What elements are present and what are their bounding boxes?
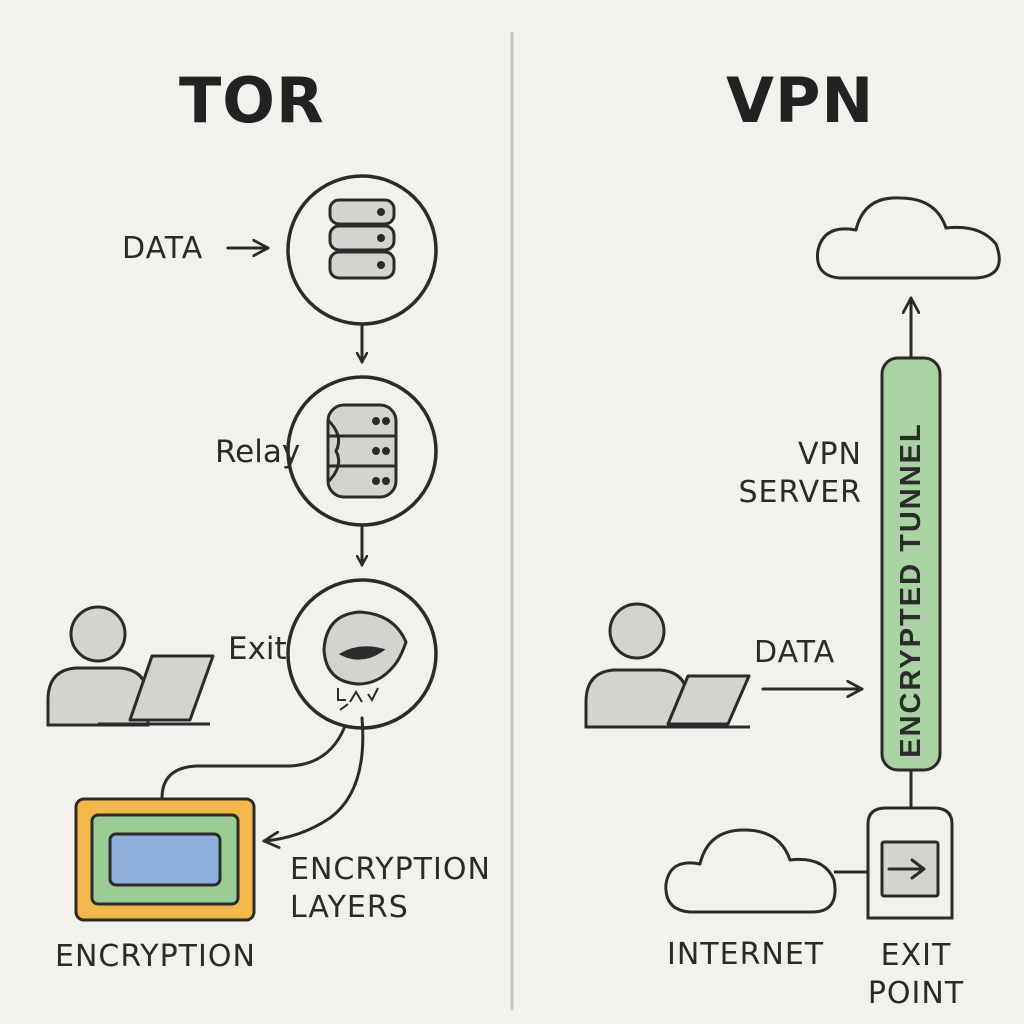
tor-data-label: DATA bbox=[122, 231, 204, 266]
encryption-box bbox=[74, 797, 256, 922]
exit-node-icon bbox=[322, 610, 408, 686]
tor-user-icon bbox=[46, 605, 150, 727]
encryption-inner-layer bbox=[108, 832, 222, 887]
encrypted-tunnel-label: ENCRYPTED TUNNEL bbox=[895, 422, 927, 758]
vpn-laptop-icon bbox=[636, 674, 751, 729]
encryption-layers-line2: LAYERS bbox=[290, 890, 409, 925]
encryption-label: ENCRYPTION bbox=[55, 939, 256, 974]
exit-point-line1: EXIT bbox=[880, 938, 952, 973]
database-icon bbox=[328, 198, 396, 280]
exit-glyph-icon bbox=[337, 687, 379, 711]
exit-label: Exit bbox=[228, 631, 287, 667]
encryption-layers-line1: ENCRYPTION bbox=[290, 852, 491, 887]
destination-cloud-icon bbox=[815, 196, 1001, 280]
vpn-server-line1: VPN bbox=[797, 437, 862, 472]
exit-node bbox=[286, 578, 438, 730]
encryption-layers-label: ENCRYPTION LAYERS bbox=[290, 851, 491, 927]
vpn-server-line2: SERVER bbox=[738, 475, 862, 510]
relay-label: Relay bbox=[215, 434, 301, 470]
internet-label: INTERNET bbox=[667, 937, 825, 972]
encryption-layers-arrow bbox=[262, 716, 365, 841]
vpn-title: VPN bbox=[726, 64, 875, 137]
vpn-data-label: DATA bbox=[754, 635, 836, 670]
exit-point bbox=[866, 806, 954, 920]
internet-cloud-icon bbox=[664, 828, 837, 914]
server-icon bbox=[326, 403, 398, 499]
entry-node bbox=[286, 174, 438, 326]
user-connector-line bbox=[160, 724, 347, 800]
tor-title: TOR bbox=[179, 64, 325, 137]
exit-point-label: EXIT POINT bbox=[864, 937, 968, 1013]
relay-node bbox=[286, 375, 438, 527]
vpn-user-icon bbox=[584, 602, 690, 729]
tor-laptop-icon bbox=[98, 654, 215, 726]
vpn-server-label: VPN SERVER bbox=[738, 436, 862, 512]
exit-point-line2: POINT bbox=[867, 976, 965, 1011]
